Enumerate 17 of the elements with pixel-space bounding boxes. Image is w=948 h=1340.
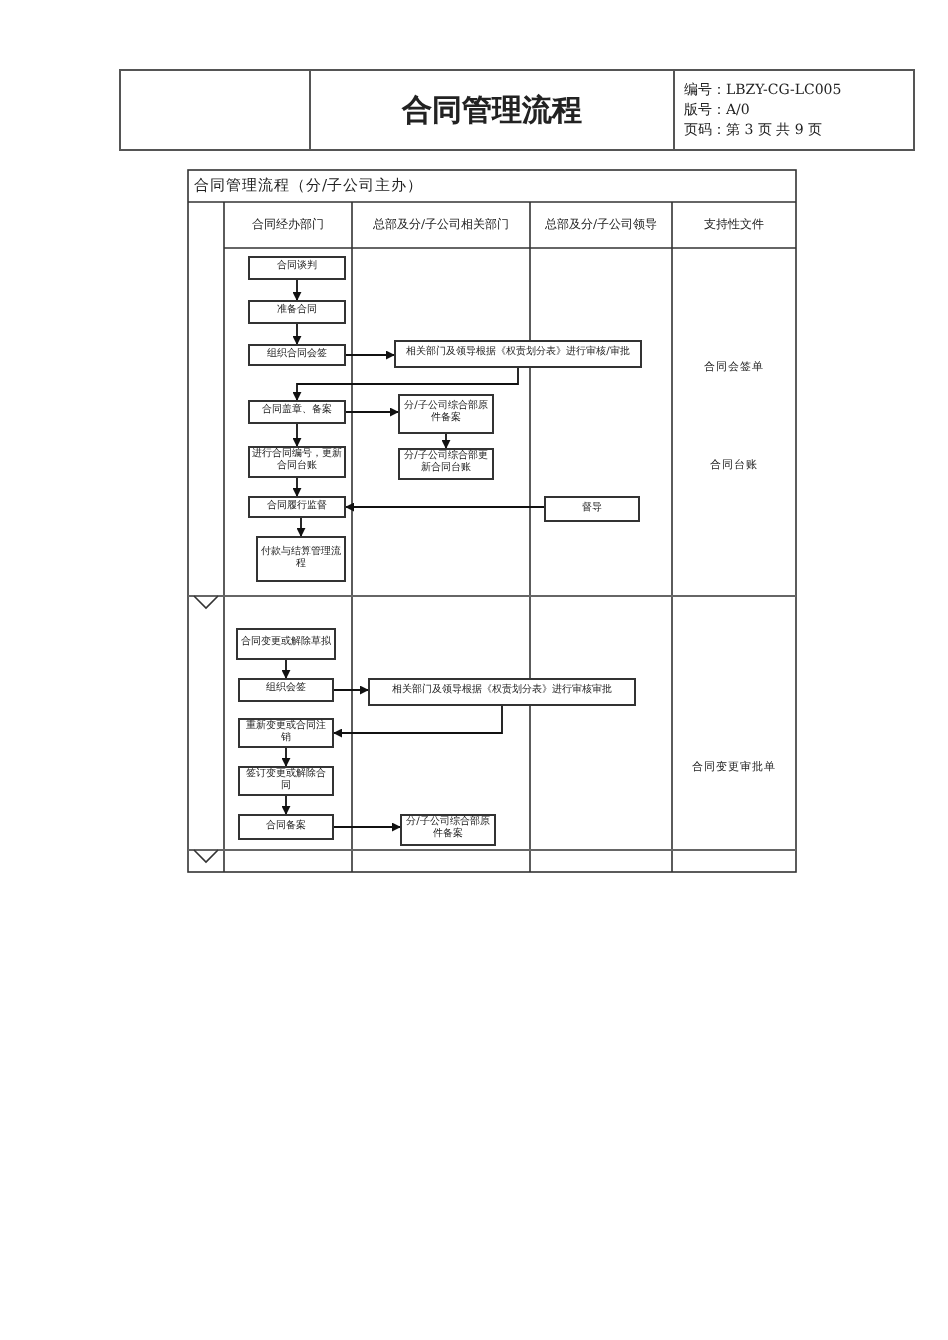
arrow [296, 517, 306, 537]
arrow [281, 795, 291, 815]
arrow [345, 502, 545, 512]
arrow [292, 279, 302, 301]
arrow [441, 433, 451, 449]
arrow [333, 685, 369, 695]
arrow [345, 350, 395, 360]
arrow [345, 407, 399, 417]
arrow [292, 323, 302, 345]
arrow [333, 705, 503, 738]
arrow [292, 367, 519, 401]
arrow [281, 747, 291, 767]
arrow [292, 477, 302, 497]
page-title: 合同管理流程 [402, 91, 582, 129]
arrow [281, 659, 291, 679]
arrow [333, 822, 401, 832]
arrow [292, 423, 302, 447]
